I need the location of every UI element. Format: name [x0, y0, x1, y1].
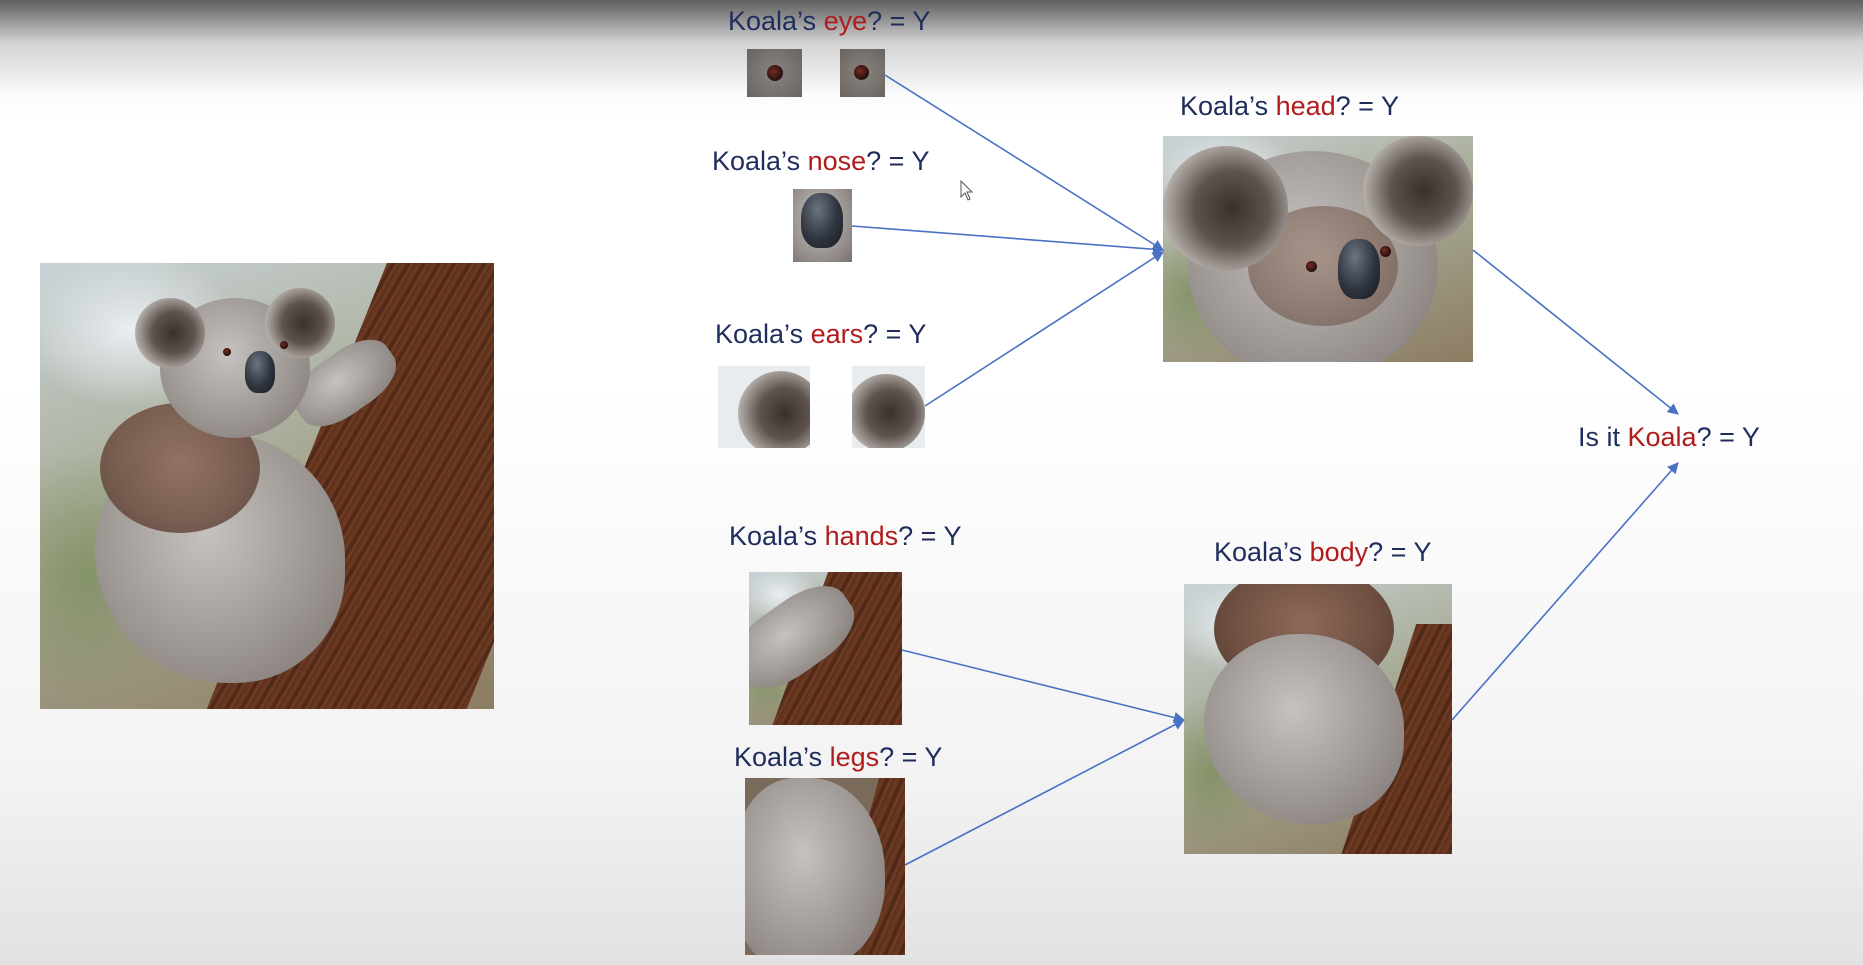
crop-ear-right	[852, 366, 925, 448]
label-legs: Koala’s legs? = Y	[734, 742, 943, 772]
crop-hands	[749, 572, 902, 725]
label-nose: Koala’s nose? = Y	[712, 146, 930, 176]
arrow-eye-to-head	[884, 74, 1164, 251]
arrow-hands-to-body	[901, 649, 1186, 724]
crop-body	[1184, 584, 1452, 854]
cursor-arrow-icon	[960, 179, 974, 207]
label-eye: Koala’s eye? = Y	[728, 6, 931, 36]
label-ears: Koala’s ears? = Y	[715, 319, 927, 349]
koala-photo-full	[40, 263, 494, 709]
label-hands: Koala’s hands? = Y	[729, 521, 962, 551]
arrow-nose-to-head	[851, 225, 1165, 255]
label-head: Koala’s head? = Y	[1180, 91, 1399, 121]
crop-head	[1163, 136, 1473, 362]
arrow-ears-to-head	[924, 251, 1164, 407]
label-body: Koala’s body? = Y	[1214, 537, 1432, 567]
crop-eye-right	[840, 49, 885, 97]
crop-eye-left	[747, 49, 802, 97]
arrow-head-to-koala	[1472, 249, 1679, 415]
arrow-body-to-koala	[1451, 462, 1679, 721]
video-title-overlay	[0, 0, 1863, 95]
arrow-legs-to-body	[904, 719, 1185, 866]
label-is-it-koala: Is it Koala? = Y	[1578, 422, 1760, 452]
crop-nose	[793, 189, 852, 262]
crop-legs	[745, 778, 905, 955]
crop-ear-left	[718, 366, 810, 448]
